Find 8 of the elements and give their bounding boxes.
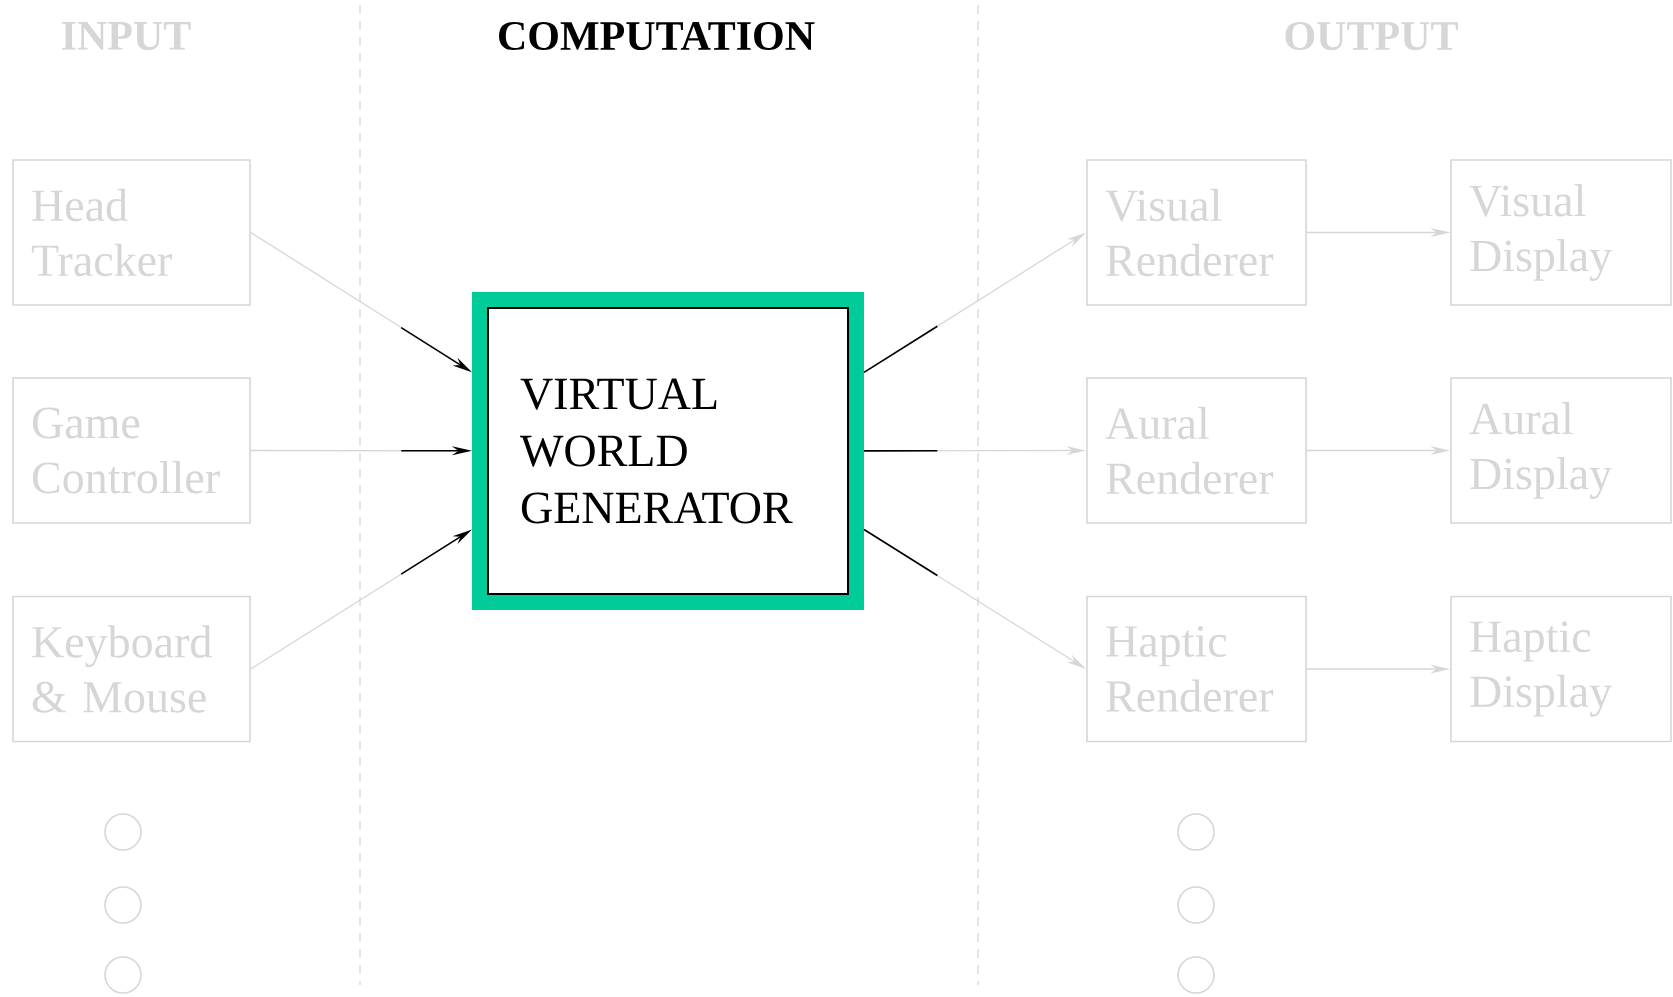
ellipsis-circle xyxy=(104,886,142,924)
ellipsis-circle xyxy=(104,813,142,851)
column-heading: COMPUTATION xyxy=(499,21,815,51)
generator-box: VIRTUAL WORLD GENERATOR xyxy=(472,292,864,610)
ellipsis-circle xyxy=(1177,813,1215,851)
ellipsis-circle xyxy=(1177,956,1215,994)
ellipsis-circle xyxy=(1177,886,1215,924)
ellipsis-circle xyxy=(104,956,142,994)
